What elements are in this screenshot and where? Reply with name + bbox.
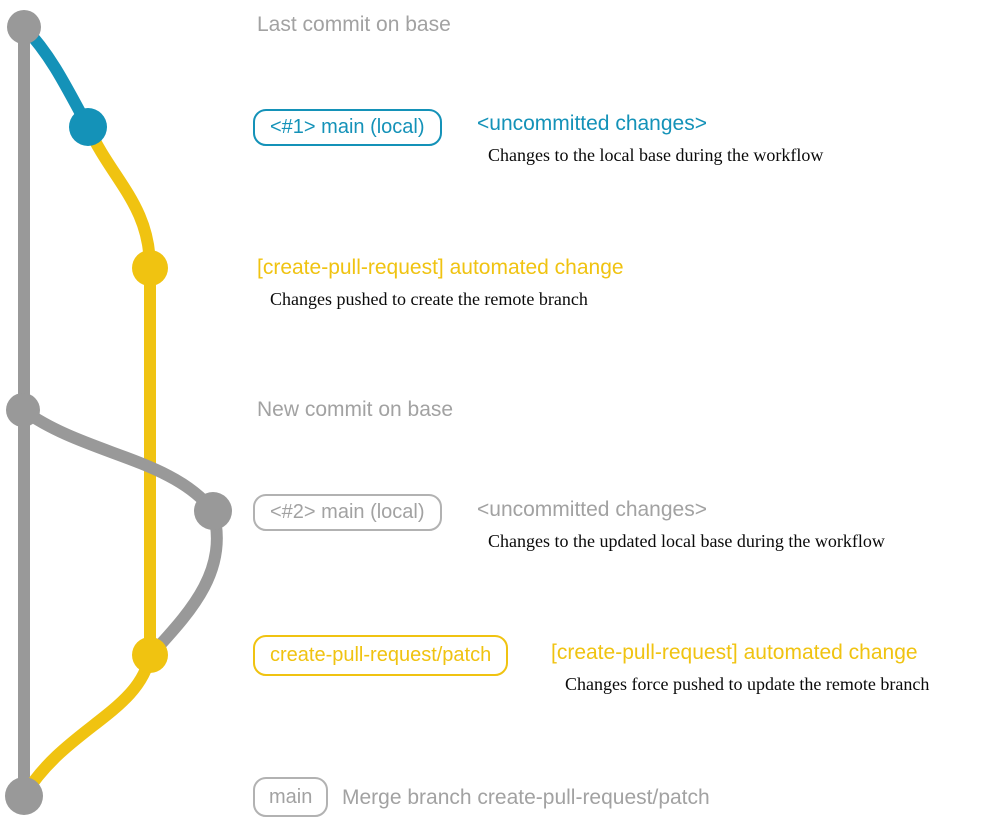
commit-node-automated-2 bbox=[132, 637, 168, 673]
uncommitted-changes-desc-1: Changes to the local base during the wor… bbox=[488, 145, 824, 165]
uncommitted-changes-desc-2: Changes to the updated local base during… bbox=[488, 531, 885, 551]
uncommitted-changes-label-2: <uncommitted changes> bbox=[477, 498, 707, 521]
branch-badge-create-pull-request-patch: create-pull-request/patch bbox=[253, 635, 509, 676]
merge-edge bbox=[18, 649, 156, 802]
branch-badge-main-local-2: <#2> main (local) bbox=[253, 494, 442, 531]
commit-node-merge bbox=[5, 777, 43, 815]
last-commit-title: Last commit on base bbox=[257, 13, 451, 36]
commit-graph bbox=[5, 10, 232, 815]
commit-node-main-local-1 bbox=[69, 108, 107, 146]
automated-change-desc-2: Changes force pushed to update the remot… bbox=[565, 674, 930, 694]
force-push-edge bbox=[145, 505, 223, 661]
automated-change-label-1: [create-pull-request] automated change bbox=[257, 256, 624, 279]
uncommitted-changes-label-1: <uncommitted changes> bbox=[477, 112, 707, 135]
push-remote-edge bbox=[82, 121, 156, 274]
commit-node-automated-1 bbox=[132, 250, 168, 286]
automated-change-desc-1: Changes pushed to create the remote bran… bbox=[270, 289, 588, 309]
commit-node-main-local-2 bbox=[194, 492, 232, 530]
local-change-2-edge bbox=[17, 404, 219, 517]
commit-node-last-base bbox=[7, 10, 41, 44]
branch-badge-main-local-1: <#1> main (local) bbox=[253, 109, 442, 146]
merge-commit-label: Merge branch create-pull-request/patch bbox=[342, 786, 710, 809]
branch-badge-main: main bbox=[253, 777, 329, 817]
automated-change-label-2: [create-pull-request] automated change bbox=[551, 641, 918, 664]
new-commit-title: New commit on base bbox=[257, 398, 454, 421]
commit-node-new-base bbox=[6, 393, 40, 427]
